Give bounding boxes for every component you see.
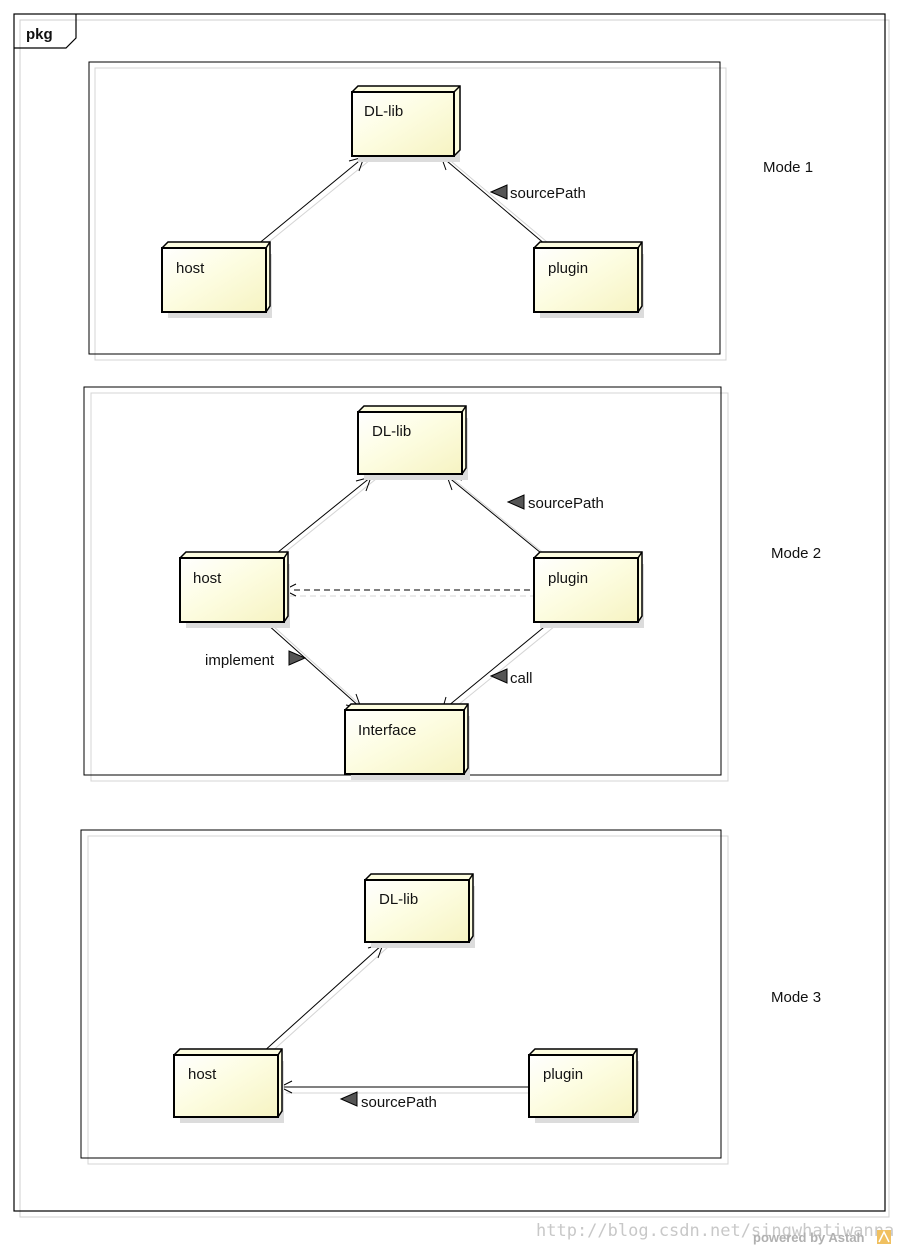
edge-plugin-to-host: sourcePath [278,1080,534,1111]
node-dllib[interactable]: DL-lib [357,405,468,480]
astah-logo-icon [877,1230,891,1244]
edge-label-sourcepath: sourcePath [510,185,586,202]
direction-arrow-icon [288,650,307,666]
edge-label-call: call [510,670,533,687]
edge-host-to-interface: implement [205,623,368,712]
edge-label-sourcepath: sourcePath [528,495,604,512]
node-label: DL-lib [379,891,418,908]
edge-label-implement: implement [205,652,275,669]
mode-label: Mode 1 [763,159,813,176]
node-plugin[interactable]: plugin [533,551,644,628]
node-host[interactable]: host [161,241,272,318]
node-label: Interface [358,722,416,739]
node-plugin[interactable]: plugin [533,241,644,318]
direction-arrow-icon [506,494,525,510]
package-frame: pkg [13,13,890,1218]
edge-host-to-dllib [256,156,371,247]
mode-label: Mode 3 [771,989,821,1006]
node-interface[interactable]: Interface [344,703,470,780]
node-label: plugin [548,260,588,277]
direction-arrow-icon [489,668,508,684]
mode-2-panel: sourcePath implement call DL-li [83,386,821,782]
watermark-powered-by: powered by Astah [753,1230,865,1245]
direction-arrow-icon [489,184,508,200]
node-label: DL-lib [364,103,403,120]
edge-plugin-to-interface: call [441,622,556,715]
node-label: host [193,570,222,587]
edge-host-to-dllib [261,943,389,1056]
node-plugin[interactable]: plugin [528,1048,639,1123]
node-host[interactable]: host [179,551,290,628]
watermark-url: http://blog.csdn.net/singwhatiwanna [536,1221,894,1241]
node-label: DL-lib [372,423,411,440]
edge-plugin-to-host-dashed [282,583,540,597]
edge-host-to-dllib [271,476,377,559]
edge-label-sourcepath: sourcePath [361,1094,437,1111]
direction-arrow-icon [339,1091,358,1107]
edge-plugin-to-dllib: sourcePath [440,155,586,248]
node-host[interactable]: host [173,1048,284,1123]
node-dllib[interactable]: DL-lib [364,873,475,948]
mode-3-panel: sourcePath DL-lib host plugin Mode 3 [80,829,821,1165]
edge-plugin-to-dllib: sourcePath [446,475,604,557]
mode-label: Mode 2 [771,545,821,562]
node-label: plugin [548,570,588,587]
mode-1-panel: sourcePath DL-lib host plugin Mode 1 [88,61,813,361]
node-label: plugin [543,1066,583,1083]
package-tag: pkg [26,26,53,43]
node-label: host [176,260,205,277]
node-label: host [188,1066,217,1083]
node-dllib[interactable]: DL-lib [351,85,461,162]
